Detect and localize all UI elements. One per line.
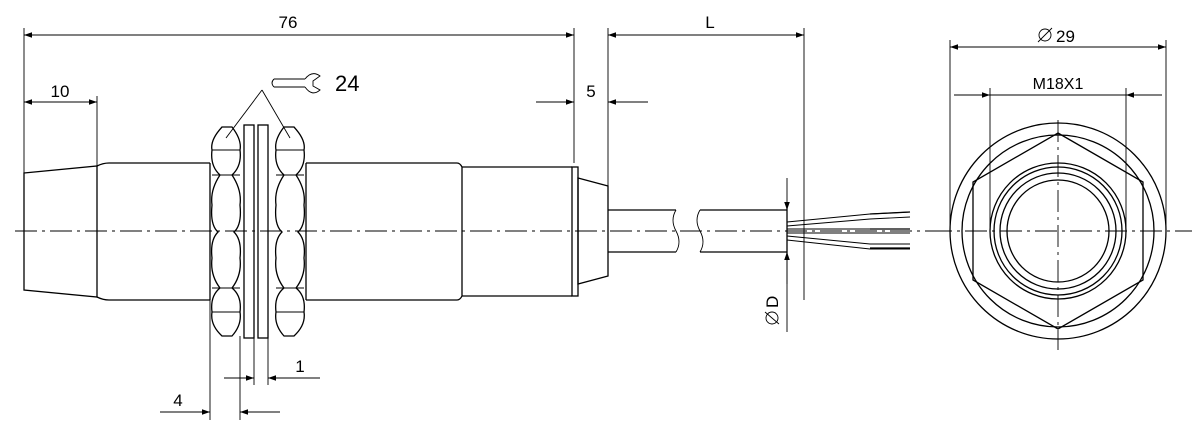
side-view: 76 L 10 5 24 1 4 bbox=[15, 13, 930, 420]
hex-nut bbox=[972, 132, 1144, 330]
cable-gland bbox=[577, 177, 609, 285]
label-D-group: D bbox=[763, 296, 782, 325]
label-29: 29 bbox=[1056, 27, 1075, 46]
face-inner-circle bbox=[1006, 179, 1110, 283]
leader-nut-left bbox=[225, 89, 263, 139]
face-outer-circle bbox=[999, 172, 1117, 290]
diameter-symbol bbox=[764, 311, 780, 325]
cable-break-left bbox=[672, 209, 680, 253]
label-1: 1 bbox=[295, 357, 304, 376]
label-5: 5 bbox=[586, 82, 595, 101]
hex-inscribed-circle bbox=[961, 134, 1155, 328]
connector-end bbox=[23, 165, 98, 298]
front-view: 29 M18X1 bbox=[930, 27, 1192, 350]
nut-left bbox=[209, 126, 242, 337]
nut-right bbox=[274, 126, 307, 337]
label-76: 76 bbox=[279, 13, 298, 32]
label-4: 4 bbox=[173, 391, 182, 410]
leader-nut-right bbox=[261, 89, 291, 139]
spanner-icon bbox=[271, 73, 321, 94]
sensor-face bbox=[571, 166, 579, 297]
label-D: D bbox=[763, 296, 782, 308]
label-L: L bbox=[705, 13, 714, 32]
washer-1 bbox=[243, 124, 255, 339]
body-circle bbox=[993, 166, 1123, 296]
label-spanner-24: 24 bbox=[335, 71, 359, 96]
washer-2 bbox=[257, 124, 269, 339]
cable-wires bbox=[786, 211, 911, 250]
cable-break-right bbox=[696, 209, 704, 253]
connector-chamfer bbox=[96, 162, 110, 301]
label-10: 10 bbox=[51, 82, 70, 101]
diameter-symbol bbox=[1037, 27, 1053, 43]
label-thread: M18X1 bbox=[1033, 76, 1084, 93]
